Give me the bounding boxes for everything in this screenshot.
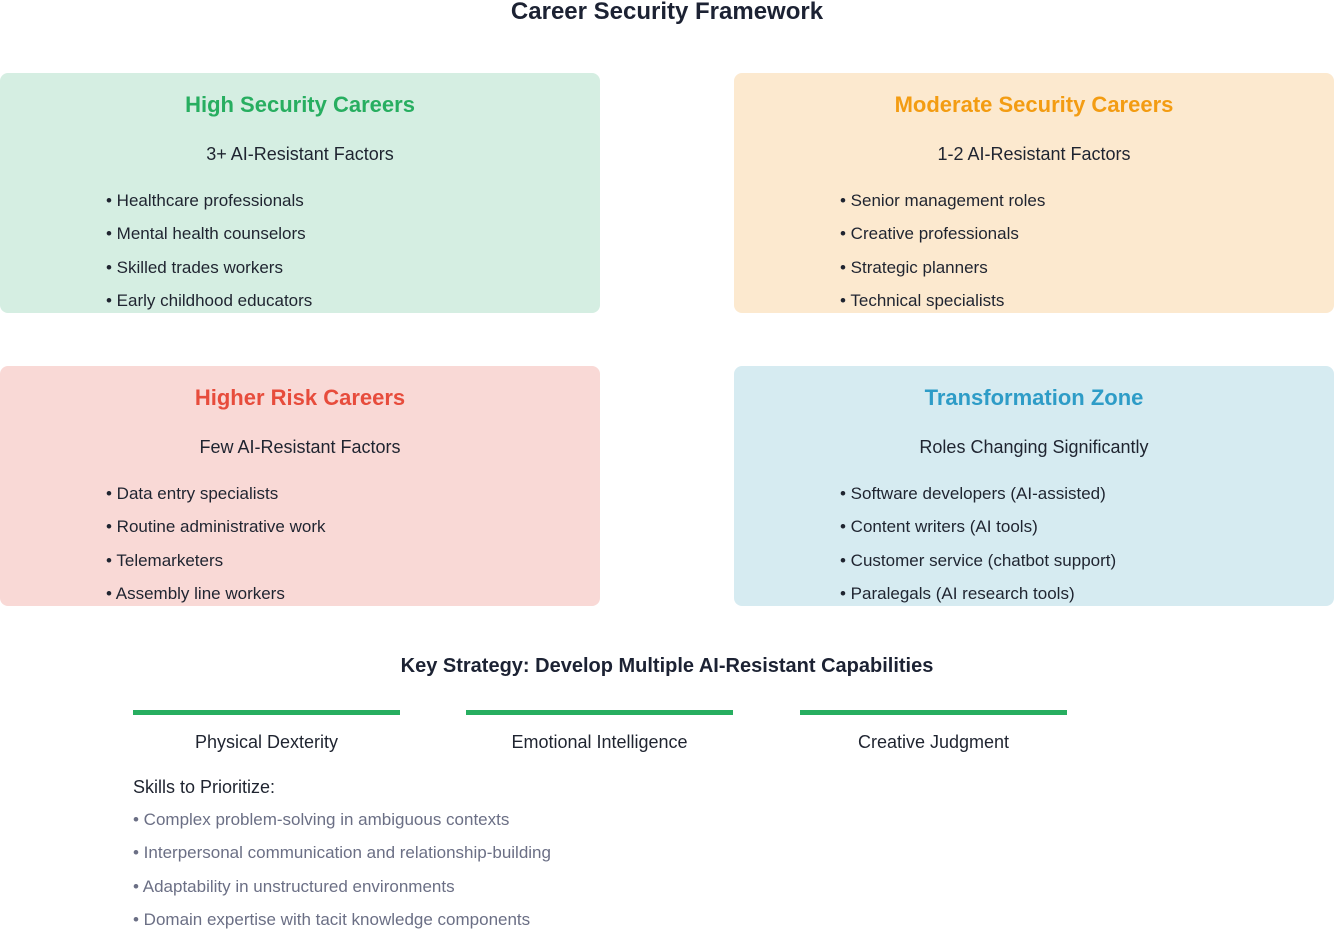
skills-heading: Skills to Prioritize: <box>133 777 276 797</box>
quadrant-subtitle: 3+ AI-Resistant Factors <box>206 144 394 164</box>
capability-bar <box>133 710 400 715</box>
quadrant-title: Transformation Zone <box>924 385 1144 410</box>
capability-label: Physical Dexterity <box>194 732 339 752</box>
quadrant-moderate-security: Moderate Security Careers 1-2 AI-Resista… <box>734 73 1334 313</box>
quadrant-list: • Senior management roles • Creative pro… <box>840 190 1045 323</box>
capability-emotional-intelligence: Emotional Intelligence <box>466 710 733 753</box>
quadrant-list: • Data entry specialists • Routine admin… <box>106 483 325 616</box>
list-item: • Complex problem-solving in ambiguous c… <box>133 810 510 829</box>
list-item: • Routine administrative work <box>106 517 326 537</box>
list-item: • Content writers (AI tools) <box>840 517 1038 537</box>
strategy-title: Key Strategy: Develop Multiple AI-Resist… <box>400 655 934 677</box>
quadrant-subtitle: Roles Changing Significantly <box>919 437 1149 457</box>
list-item: • Adaptability in unstructured environme… <box>133 876 455 896</box>
list-item: • Telemarketers <box>106 550 224 570</box>
page-title: Career Security Framework <box>510 0 824 25</box>
list-item: • Technical specialists <box>840 290 1005 310</box>
capability-label: Emotional Intelligence <box>511 732 688 752</box>
quadrant-title: High Security Careers <box>185 92 415 117</box>
quadrant-transformation-zone: Transformation Zone Roles Changing Signi… <box>734 366 1334 606</box>
list-item: • Senior management roles <box>840 191 1046 210</box>
capability-label: Creative Judgment <box>857 732 1010 752</box>
quadrant-title: Moderate Security Careers <box>894 92 1174 117</box>
list-item: • Domain expertise with tacit knowledge … <box>133 909 531 929</box>
capability-bar <box>466 710 733 715</box>
list-item: • Early childhood educators <box>106 290 313 310</box>
list-item: • Paralegals (AI research tools) <box>840 583 1075 603</box>
list-item: • Data entry specialists <box>106 484 279 503</box>
list-item: • Mental health counselors <box>106 224 306 244</box>
list-item: • Assembly line workers <box>106 583 285 603</box>
list-item: • Customer service (chatbot support) <box>840 550 1117 570</box>
list-item: • Software developers (AI-assisted) <box>840 484 1106 503</box>
quadrant-list: • Software developers (AI-assisted) • Co… <box>840 483 1116 616</box>
list-item: • Healthcare professionals <box>106 191 304 210</box>
list-item: • Strategic planners <box>840 257 988 277</box>
quadrant-subtitle: Few AI-Resistant Factors <box>199 437 401 457</box>
capability-physical-dexterity: Physical Dexterity <box>133 710 400 753</box>
capability-creative-judgment: Creative Judgment <box>800 710 1067 753</box>
quadrant-higher-risk: Higher Risk Careers Few AI-Resistant Fac… <box>0 366 600 606</box>
list-item: • Creative professionals <box>840 224 1019 244</box>
quadrant-title: Higher Risk Careers <box>194 385 406 410</box>
quadrant-high-security: High Security Careers 3+ AI-Resistant Fa… <box>0 73 600 313</box>
list-item: • Skilled trades workers <box>106 257 283 277</box>
list-item: • Interpersonal communication and relati… <box>133 843 551 863</box>
quadrant-list: • Healthcare professionals • Mental heal… <box>106 190 312 323</box>
quadrant-subtitle: 1-2 AI-Resistant Factors <box>937 144 1131 164</box>
skills-list: • Complex problem-solving in ambiguous c… <box>133 809 551 930</box>
capability-bar <box>800 710 1067 715</box>
